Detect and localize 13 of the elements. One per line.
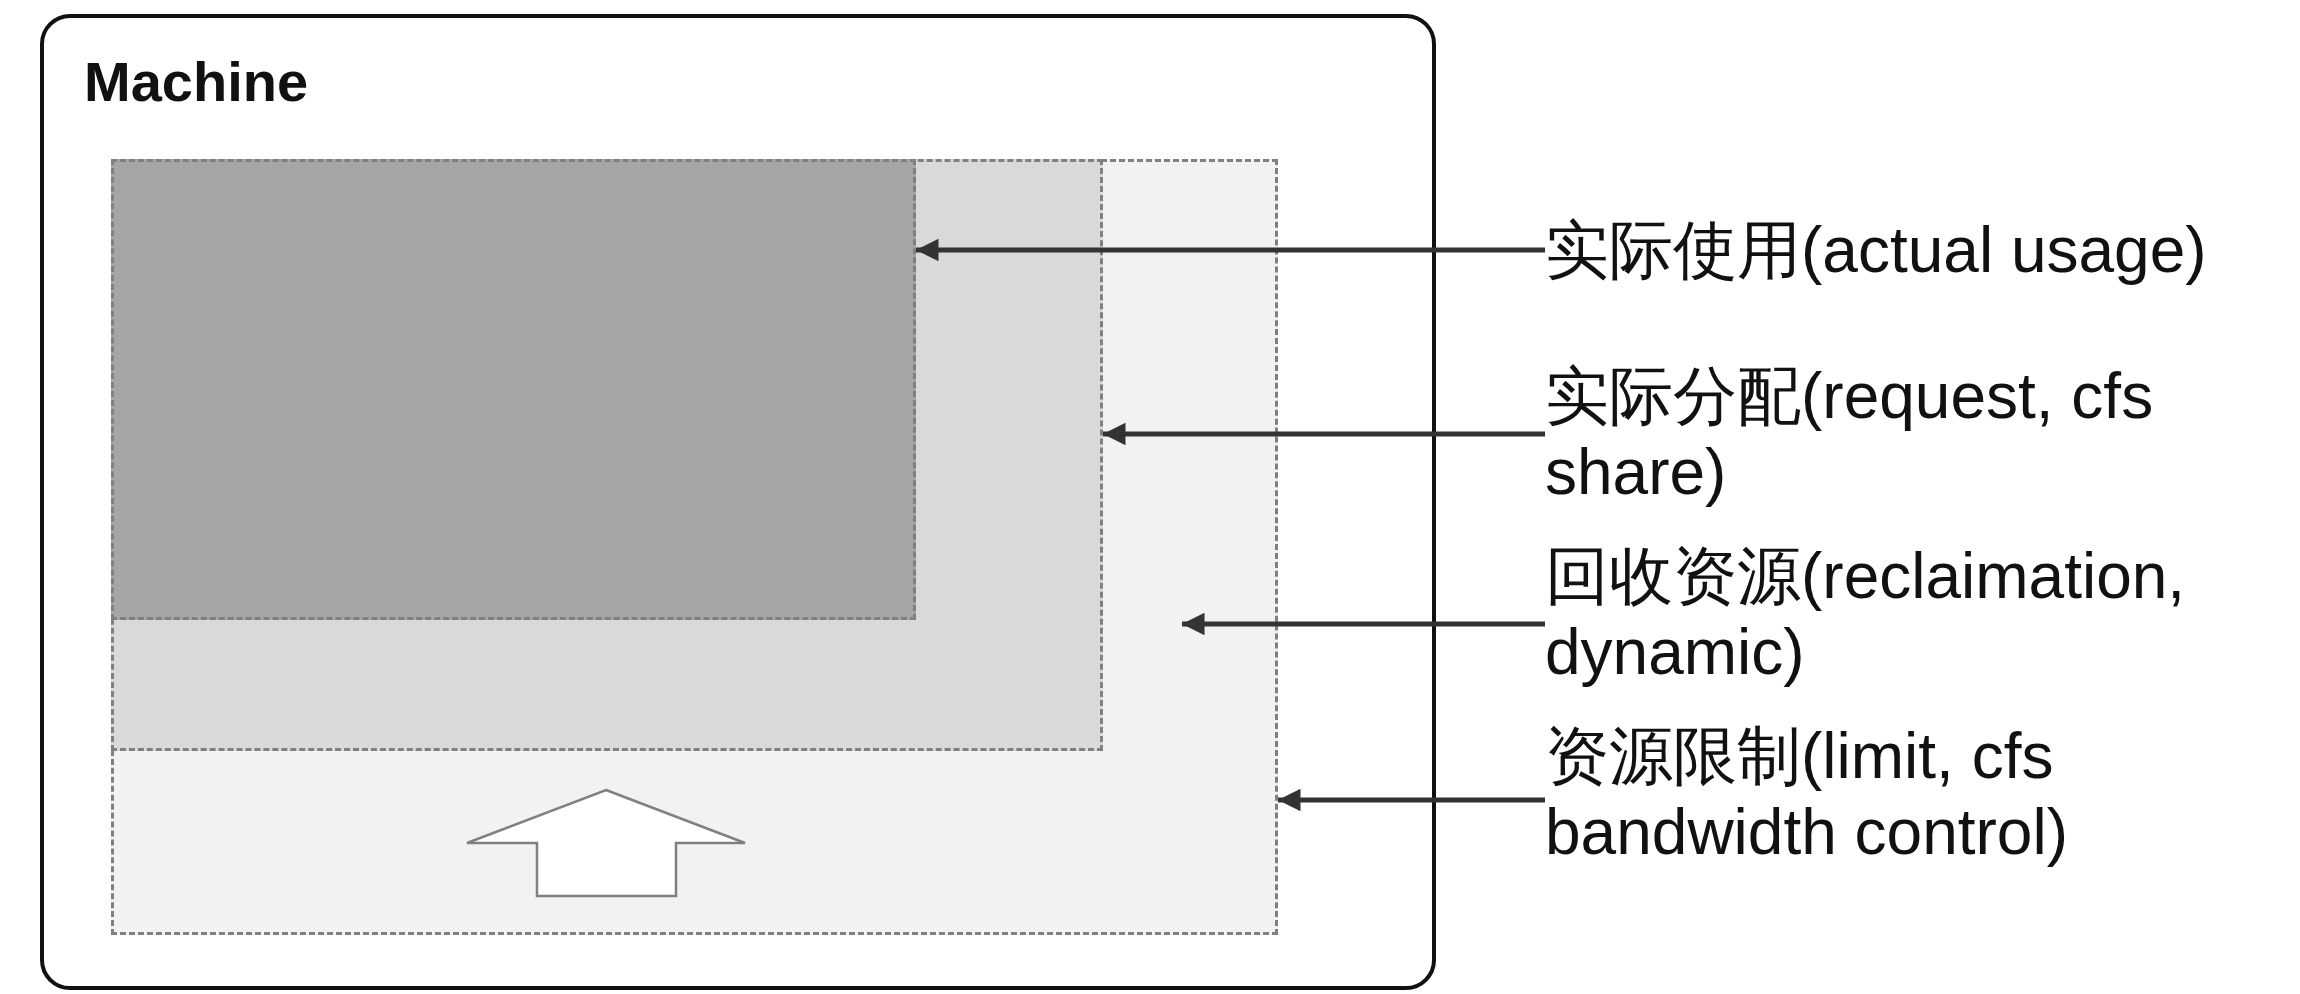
arrow	[916, 238, 1545, 262]
callout-text: 回收资源(reclaimation, dynamic)	[1545, 538, 2285, 690]
arrow	[1278, 788, 1545, 812]
machine-box	[40, 14, 1436, 990]
callout-text: 资源限制(limit, cfs bandwidth control)	[1545, 718, 2285, 870]
callout-text: 实际分配(request, cfs share)	[1545, 358, 2285, 510]
box-title: Machine	[84, 50, 309, 114]
arrow	[1182, 612, 1545, 636]
resource-box	[111, 159, 1103, 751]
arrow	[1103, 422, 1545, 446]
resource-box	[111, 159, 1278, 935]
resource-box	[111, 159, 916, 620]
callout-text: 实际使用(actual usage)	[1545, 212, 2285, 288]
